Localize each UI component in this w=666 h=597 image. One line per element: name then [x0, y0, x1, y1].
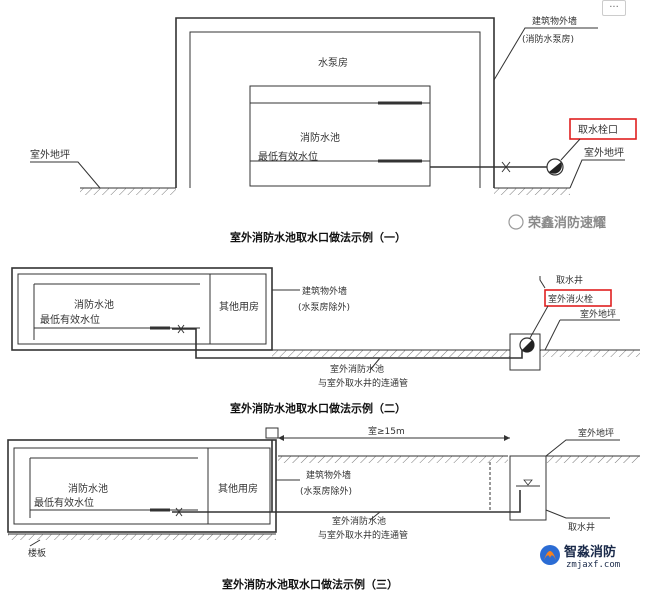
wall-leader-1 [493, 27, 598, 81]
other-room-label-3: 其他用房 [218, 482, 258, 495]
ground-right-label-2: 室外地坪 [580, 308, 616, 320]
building-outline-3 [7, 439, 277, 533]
wall-label-3b: (水泵房除外) [300, 485, 352, 497]
wall-label-1a: 建筑物外墙 [532, 15, 577, 27]
intake-hydrant-fill-1 [549, 162, 562, 174]
ground-hatch-right-3 [546, 456, 640, 463]
pipe-label-3b: 与室外取水井的连通管 [318, 529, 408, 541]
outdoor-hydrant-fill-2 [522, 340, 535, 353]
hydrant-highlight-box-2 [544, 289, 612, 307]
pipe-label-2a: 室外消防水池 [330, 363, 384, 375]
hydrant-leader-2 [529, 305, 549, 339]
diagram-1: 水泵房 建筑物外墙 (消防水泵房) 消防水池 最低有效水位 取水栓口 室外地坪 … [30, 15, 637, 244]
caption-2: 室外消防水池取水口做法示例（二） [230, 401, 406, 415]
building-inner-wall-1 [189, 31, 481, 188]
well-label-2: 取水井 [556, 274, 583, 286]
caption-3: 室外消防水池取水口做法示例（三） [222, 577, 398, 591]
wall-label-3a: 建筑物外墙 [306, 469, 351, 481]
low-level-label-1: 最低有效水位 [258, 150, 318, 163]
valve-icon-2 [177, 324, 185, 334]
watermark: 荣鑫消防速耀 [508, 214, 606, 231]
wall-column-top-3 [265, 427, 279, 439]
logo-name: 智淼消防 [564, 544, 616, 560]
ground-hatch-left-1 [80, 188, 176, 195]
connecting-pipe-3 [172, 440, 521, 513]
watermark-icon [508, 214, 524, 230]
building-inner-2 [17, 273, 267, 345]
well-leader-2 [539, 276, 546, 289]
intake-well-3 [509, 455, 547, 521]
building-inner-3 [13, 447, 271, 525]
pump-room-label: 水泵房 [318, 56, 348, 69]
pipe-label-2b: 与室外取水井的连通管 [318, 377, 408, 389]
logo-flame-icon [544, 551, 556, 560]
intake-label-1: 取水栓口 [578, 123, 618, 136]
ground-hatch-2 [272, 350, 510, 357]
well-label-3: 取水井 [568, 521, 595, 533]
well-water-mark-3 [523, 479, 533, 486]
logo-url: zmjaxf.com [566, 560, 620, 570]
diagram-3: 室≥15m 室外地坪 消防水池 最低有效水位 其他用房 建筑物外墙 (水泵房除外… [7, 425, 640, 591]
ground-leader-left-1 [30, 161, 101, 189]
ground-right-label-3: 室外地坪 [578, 427, 614, 439]
ground-hatch-right-2 [540, 350, 640, 357]
pipe-leader-3 [369, 511, 381, 521]
low-level-label-3: 最低有效水位 [34, 496, 94, 509]
watermark-text: 荣鑫消防速耀 [527, 215, 606, 231]
building-outline-2 [11, 267, 273, 351]
ground-left-label-1: 室外地坪 [30, 148, 70, 161]
intake-well-2 [509, 333, 541, 371]
intake-leader-1 [560, 138, 581, 161]
more-menu-button[interactable]: ... [602, 0, 626, 16]
ground-right-label-1: 室外地坪 [584, 146, 624, 159]
pool-label-3: 消防水池 [68, 482, 108, 495]
valve-icon-3 [175, 507, 183, 517]
hydrant-label-2: 室外消火栓 [548, 293, 593, 305]
fire-pool-1 [249, 85, 431, 187]
ground-leader-1 [569, 159, 625, 189]
building-outer-wall-1 [175, 17, 495, 188]
valve-icon-1 [501, 161, 511, 173]
wall-label-2b: (水泵房除外) [298, 301, 350, 313]
ground-leader-2 [544, 319, 561, 351]
ground-hatch-right-1 [494, 188, 570, 195]
other-room-label-2: 其他用房 [219, 300, 259, 313]
wall-label-2a: 建筑物外墙 [302, 285, 347, 297]
distance-label-3: 室≥15m [368, 425, 405, 437]
intake-highlight-box-1 [569, 118, 637, 140]
ground-leader-3 [545, 439, 620, 457]
diagram-2: 消防水池 最低有效水位 其他用房 建筑物外墙 (水泵房除外) 取水井 室外消火栓… [11, 267, 640, 415]
floor-hatch-3 [8, 534, 276, 540]
well-leader-3 [545, 509, 610, 519]
caption-1: 室外消防水池取水口做法示例（一） [230, 230, 406, 244]
pool-label-2: 消防水池 [74, 298, 114, 311]
pipe-label-3a: 室外消防水池 [332, 515, 386, 527]
connecting-pipe-2 [172, 328, 523, 359]
wall-label-1b: (消防水泵房) [522, 33, 574, 45]
ground-hatch-3 [278, 456, 508, 463]
pool-label-1: 消防水池 [300, 131, 340, 144]
floor-label-3: 楼板 [28, 547, 46, 559]
pipe-leader-2 [369, 357, 381, 371]
floor-leader-3 [29, 539, 41, 547]
brand-logo: 智淼消防 zmjaxf.com [540, 544, 620, 570]
low-level-label-2: 最低有效水位 [40, 313, 100, 326]
